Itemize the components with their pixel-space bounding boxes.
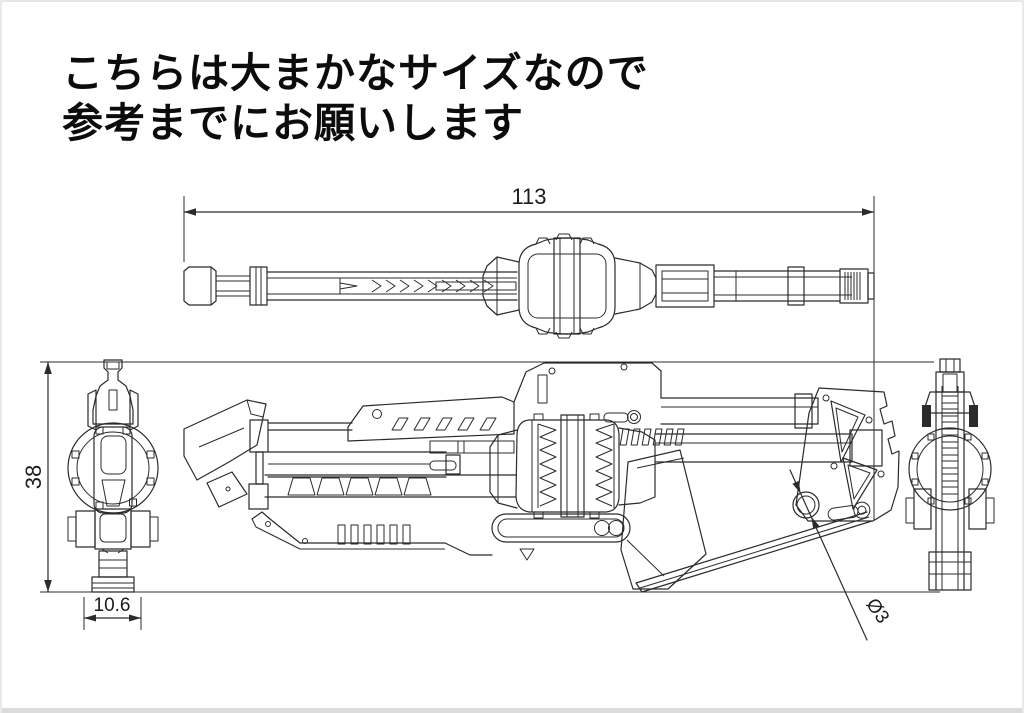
top-edge-strip xyxy=(0,0,1024,2)
view-side xyxy=(184,363,899,592)
dimension-annotations: 113 38 10.6 Ø3 xyxy=(21,184,940,640)
left-edge-strip xyxy=(0,0,2,713)
dim-overall-length: 113 xyxy=(511,184,546,209)
view-rear xyxy=(906,359,994,590)
dim-hole-diameter: Ø3 xyxy=(861,595,893,628)
size-note-line2: 参考までにお願いします xyxy=(62,100,524,146)
dim-base-width: 10.6 xyxy=(94,595,131,616)
size-note-heading: こちらは大まかなサイズなので 参考までにお願いします xyxy=(62,48,649,148)
view-front xyxy=(68,360,158,592)
view-top-plan xyxy=(184,234,874,338)
bottom-edge-strip xyxy=(0,708,1024,713)
dim-overall-height: 38 xyxy=(21,465,46,489)
size-note-line1: こちらは大まかなサイズなので xyxy=(62,50,649,96)
right-edge-strip xyxy=(1022,0,1024,713)
